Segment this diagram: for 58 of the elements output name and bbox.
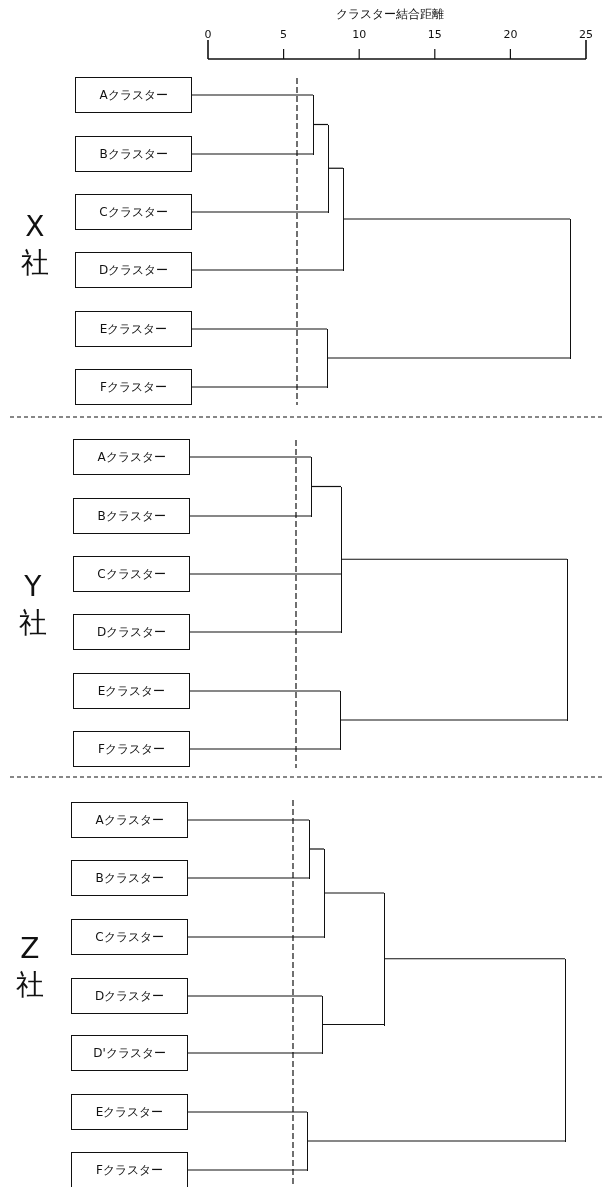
connector-line: [187, 1052, 323, 1054]
connector-line: [191, 328, 328, 330]
connector-line: [191, 269, 344, 271]
company-label: Z社: [14, 930, 45, 1003]
connector-line: [189, 515, 312, 517]
tick-label: 25: [579, 27, 593, 41]
cluster-box: Fクラスター: [75, 369, 192, 405]
cluster-box: Dクラスター: [73, 614, 190, 650]
cluster-box: Dクラスター: [71, 978, 188, 1014]
connector-line: [187, 1169, 308, 1171]
cluster-box: Aクラスター: [75, 77, 192, 113]
connector-line: [191, 94, 314, 96]
connector-line: [189, 573, 342, 575]
company-label: Y社: [17, 568, 48, 641]
connector-line: [343, 218, 571, 220]
connector-line: [189, 631, 342, 633]
connector-line: [341, 558, 568, 560]
company-label: X社: [19, 208, 50, 281]
cluster-box: Bクラスター: [75, 136, 192, 172]
axis-title: クラスター結合距離: [336, 5, 444, 23]
cluster-box: Aクラスター: [73, 439, 190, 475]
cluster-box: Eクラスター: [71, 1094, 188, 1130]
connector-line: [187, 877, 310, 879]
connector-line: [187, 1111, 308, 1113]
cluster-box: Fクラスター: [71, 1152, 188, 1187]
cluster-box: Bクラスター: [73, 498, 190, 534]
connector-line: [307, 1140, 566, 1142]
connector-line: [340, 719, 568, 721]
cluster-box: Fクラスター: [73, 731, 190, 767]
connector-line: [187, 936, 325, 938]
cluster-box: Cクラスター: [71, 919, 188, 955]
cluster-box: Cクラスター: [73, 556, 190, 592]
cluster-box: D'クラスター: [71, 1035, 188, 1071]
cluster-box: Bクラスター: [71, 860, 188, 896]
connector-line: [191, 386, 328, 388]
connector-line: [189, 690, 341, 692]
cluster-box: Dクラスター: [75, 252, 192, 288]
connector-line: [189, 456, 312, 458]
tick-label: 20: [503, 27, 518, 41]
cluster-box: Aクラスター: [71, 802, 188, 838]
tick-label: 0: [204, 27, 212, 41]
connector-line: [311, 485, 342, 488]
cluster-box: Cクラスター: [75, 194, 192, 230]
connector-line: [187, 819, 310, 821]
tick-label: 5: [280, 27, 288, 41]
connector-line: [189, 748, 341, 750]
tick-label: 15: [427, 27, 442, 41]
cluster-box: Eクラスター: [75, 311, 192, 347]
connector-line: [187, 995, 323, 997]
connector-line: [324, 892, 385, 894]
connector-line: [384, 958, 566, 960]
connector-line: [327, 357, 571, 359]
tick-label: 10: [352, 27, 367, 41]
cluster-box: Eクラスター: [73, 673, 190, 709]
connector-line: [191, 211, 329, 213]
connector-line: [309, 848, 325, 850]
connector-line: [191, 153, 314, 155]
connector-line: [322, 1023, 385, 1026]
